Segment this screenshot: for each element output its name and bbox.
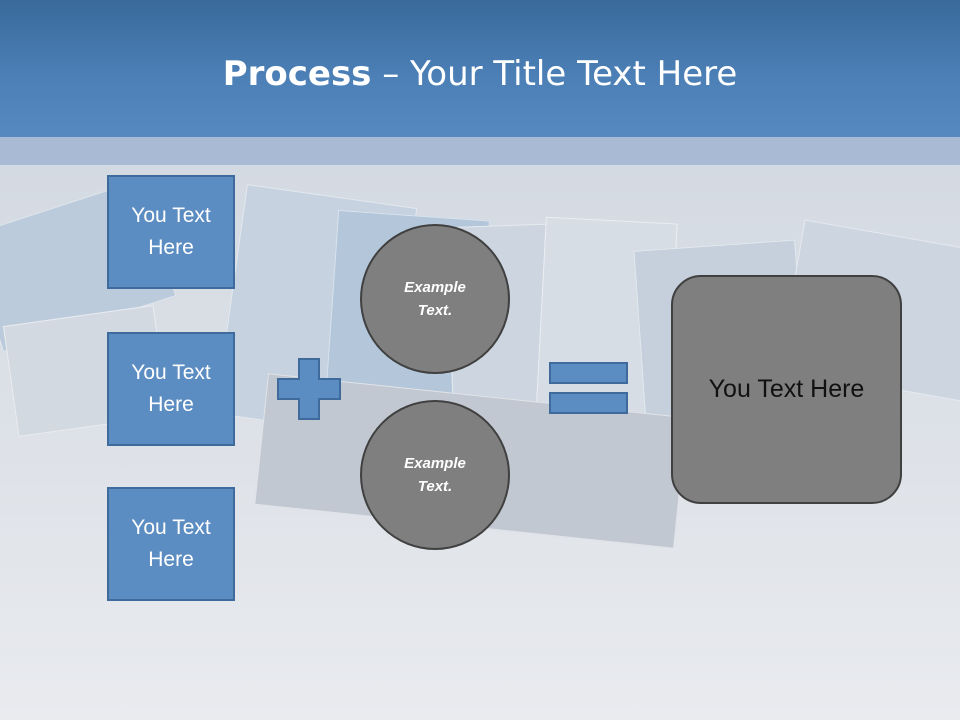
result-box: You Text Here <box>671 275 902 504</box>
input-box-1: You Text Here <box>107 175 235 289</box>
slide-title: Process – Your Title Text Here <box>0 50 960 98</box>
example-circle-2-label: Example Text. <box>404 455 466 495</box>
input-box-2: You Text Here <box>107 332 235 446</box>
example-circle-2: Example Text. <box>360 400 510 550</box>
plus-icon <box>277 358 341 420</box>
example-circle-1: Example Text. <box>360 224 510 374</box>
header-stripe <box>0 137 960 165</box>
input-box-2-label: You Text Here <box>131 361 211 416</box>
input-box-3: You Text Here <box>107 487 235 601</box>
title-bar: Process – Your Title Text Here <box>0 0 960 137</box>
equals-icon <box>549 362 628 414</box>
input-box-1-label: You Text Here <box>131 204 211 259</box>
input-box-3-label: You Text Here <box>131 516 211 571</box>
example-circle-1-label: Example Text. <box>404 279 466 319</box>
result-box-label: You Text Here <box>708 375 865 403</box>
title-rest-part: – Your Title Text Here <box>371 54 738 94</box>
title-bold-part: Process <box>222 54 372 94</box>
